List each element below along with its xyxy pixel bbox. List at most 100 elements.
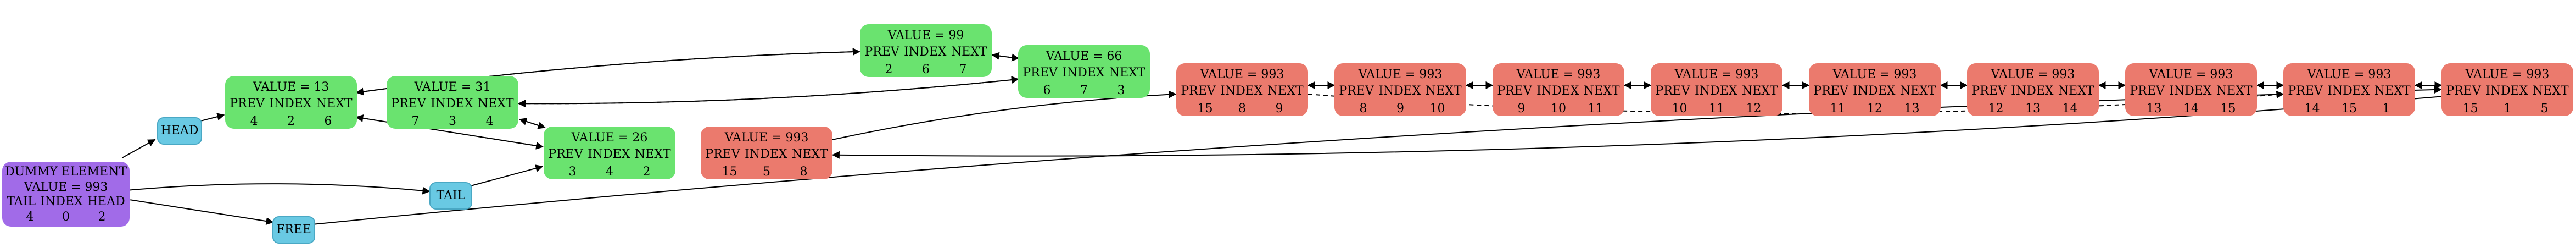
header-index: INDEX — [431, 97, 473, 111]
header-next: NEXT — [1583, 84, 1620, 98]
value-prev: 15 — [2462, 102, 2478, 116]
header-next: NEXT — [1425, 84, 1462, 98]
header-next: NEXT — [1899, 84, 1936, 98]
value-next: 2 — [642, 165, 651, 179]
node-value: VALUE = 31 — [414, 80, 491, 94]
value-next: 12 — [1746, 102, 1762, 116]
header-next: NEXT — [1741, 84, 1778, 98]
node-value: VALUE = 993 — [1516, 68, 1601, 81]
prev-link-arrow — [518, 76, 1019, 105]
dummy-value-index: 0 — [62, 210, 70, 224]
header-prev: PREV — [1339, 84, 1374, 98]
value-index: 12 — [1867, 102, 1882, 116]
value-index: 2 — [287, 114, 295, 128]
header-index: INDEX — [745, 147, 787, 161]
value-index: 4 — [606, 165, 613, 179]
next-link-arrow — [315, 85, 2442, 225]
node-value: VALUE = 993 — [2465, 68, 2550, 81]
header-index: INDEX — [2327, 84, 2370, 98]
value-prev: 2 — [885, 63, 893, 76]
header-next: NEXT — [951, 45, 987, 59]
header-next: NEXT — [316, 97, 353, 111]
header-prev: PREV — [864, 45, 899, 59]
header-prev: PREV — [2446, 84, 2481, 98]
node-value: VALUE = 993 — [1991, 68, 2075, 81]
dummy-header-head: HEAD — [87, 195, 125, 208]
value-prev: 9 — [1517, 102, 1526, 116]
node-value: VALUE = 993 — [2149, 68, 2233, 81]
dummy-value-tail: 4 — [26, 210, 34, 224]
dummy-element-node: DUMMY ELEMENT VALUE = 993 TAIL INDEX HEA… — [2, 162, 130, 227]
value-index: 5 — [763, 165, 770, 179]
value-index: 7 — [1080, 84, 1088, 97]
value-next: 10 — [1429, 102, 1445, 116]
header-index: INDEX — [269, 97, 312, 111]
next-link-arrow — [831, 90, 1177, 141]
value-prev: 15 — [722, 165, 737, 179]
header-index: INDEX — [2169, 84, 2212, 98]
node-value: VALUE = 13 — [253, 80, 329, 94]
dummy-headers: TAIL INDEX HEAD — [2, 196, 130, 208]
header-index: INDEX — [1220, 84, 1263, 98]
header-prev: PREV — [2288, 84, 2323, 98]
value-index: 10 — [1551, 102, 1566, 116]
node-value: VALUE = 26 — [571, 131, 648, 145]
header-index: INDEX — [1062, 66, 1105, 80]
header-next: NEXT — [2058, 84, 2094, 98]
header-index: INDEX — [1695, 84, 1737, 98]
value-next: 11 — [1588, 102, 1603, 116]
value-prev: 8 — [1359, 102, 1367, 116]
value-next: 9 — [1275, 102, 1283, 116]
value-prev: 11 — [1830, 102, 1846, 116]
node-value: VALUE = 993 — [1200, 68, 1284, 81]
header-index: INDEX — [2485, 84, 2528, 98]
header-index: INDEX — [2011, 84, 2054, 98]
value-prev: 4 — [250, 114, 258, 128]
value-index: 8 — [1238, 102, 1246, 116]
header-next: NEXT — [634, 147, 671, 161]
value-next: 1 — [2382, 102, 2390, 116]
value-index: 11 — [1709, 102, 1724, 116]
value-prev: 13 — [2146, 102, 2162, 116]
node-value: VALUE = 993 — [1832, 68, 1917, 81]
dummy-value-head: 2 — [98, 210, 106, 224]
value-index: 15 — [2342, 102, 2357, 116]
next-link-arrow — [129, 183, 431, 195]
next-link-arrow — [130, 199, 274, 225]
value-prev: 7 — [411, 114, 420, 128]
node-value: VALUE = 993 — [2307, 68, 2391, 81]
free-pointer: FREE — [272, 216, 315, 244]
value-index: 3 — [449, 114, 456, 128]
head-pointer: HEAD — [157, 117, 202, 145]
header-next: NEXT — [2216, 84, 2253, 98]
